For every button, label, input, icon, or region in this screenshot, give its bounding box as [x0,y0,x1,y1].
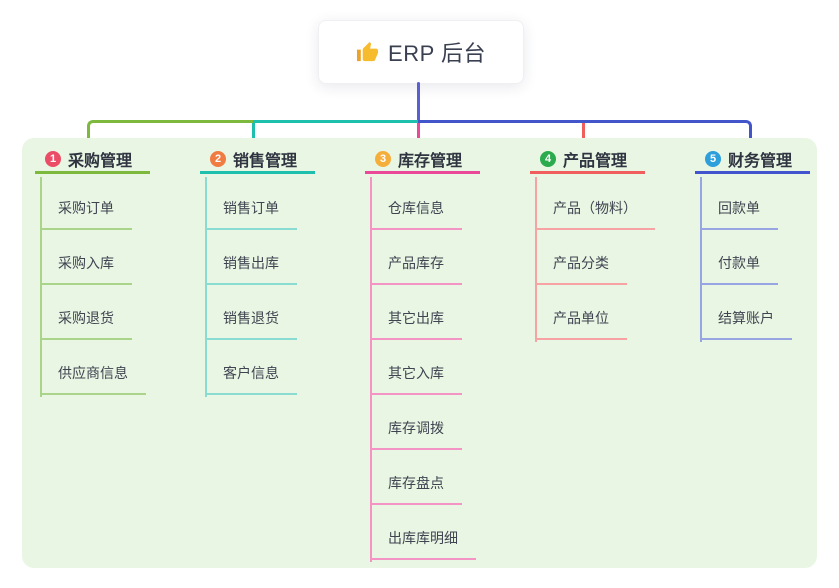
branch-header-finance[interactable]: 5 财务管理 [695,150,810,174]
branch-spine [370,177,372,562]
root-stem-line [417,82,420,123]
connector-middle-teal [253,120,418,123]
node-supplier-info[interactable]: 供应商信息 [40,361,146,395]
node-purchase-order[interactable]: 采购订单 [40,196,132,230]
node-sales-outbound[interactable]: 销售出库 [205,251,297,285]
badge-5: 5 [705,151,721,167]
branch-spine [40,177,42,397]
node-product-material[interactable]: 产品（物料） [535,196,655,230]
branch-spine [205,177,207,397]
node-sales-return[interactable]: 销售退货 [205,306,297,340]
badge-4: 4 [540,151,556,167]
badge-2: 2 [210,151,226,167]
branch-label: 财务管理 [728,153,793,170]
branch-label: 销售管理 [233,153,298,170]
drop-line-product [582,123,585,149]
node-product-category[interactable]: 产品分类 [535,251,627,285]
drop-line-inventory [417,123,420,149]
node-settlement-account[interactable]: 结算账户 [700,306,792,340]
branch-header-inventory[interactable]: 3 库存管理 [365,150,480,174]
node-product-unit[interactable]: 产品单位 [535,306,627,340]
node-purchase-inbound[interactable]: 采购入库 [40,251,132,285]
branch-header-purchase[interactable]: 1 采购管理 [35,150,150,174]
connector-right-blue [418,120,752,151]
root-node-erp[interactable]: ERP 后台 [318,20,524,84]
node-other-inbound[interactable]: 其它入库 [370,361,462,395]
branch-label: 采购管理 [68,153,133,170]
node-payment-bill[interactable]: 付款单 [700,251,778,285]
branch-header-sales[interactable]: 2 销售管理 [200,150,315,174]
node-stock-transfer[interactable]: 库存调拨 [370,416,462,450]
root-title: ERP 后台 [388,41,486,66]
node-purchase-return[interactable]: 采购退货 [40,306,132,340]
connector-left-green [87,120,256,151]
node-receipt-bill[interactable]: 回款单 [700,196,778,230]
branch-spine [700,177,702,342]
thumbs-up-icon [356,41,379,61]
node-product-stock[interactable]: 产品库存 [370,251,462,285]
branch-label: 库存管理 [398,153,463,170]
node-warehouse-info[interactable]: 仓库信息 [370,196,462,230]
node-other-outbound[interactable]: 其它出库 [370,306,462,340]
node-stock-taking[interactable]: 库存盘点 [370,471,462,505]
branch-spine [535,177,537,342]
node-customer-info[interactable]: 客户信息 [205,361,297,395]
drop-line-sales [252,123,255,149]
node-sales-order[interactable]: 销售订单 [205,196,297,230]
node-outbound-detail[interactable]: 出库库明细 [370,526,476,560]
badge-1: 1 [45,151,61,167]
branch-header-product[interactable]: 4 产品管理 [530,150,645,174]
branches-panel [22,138,817,568]
badge-3: 3 [375,151,391,167]
branch-label: 产品管理 [563,153,628,170]
